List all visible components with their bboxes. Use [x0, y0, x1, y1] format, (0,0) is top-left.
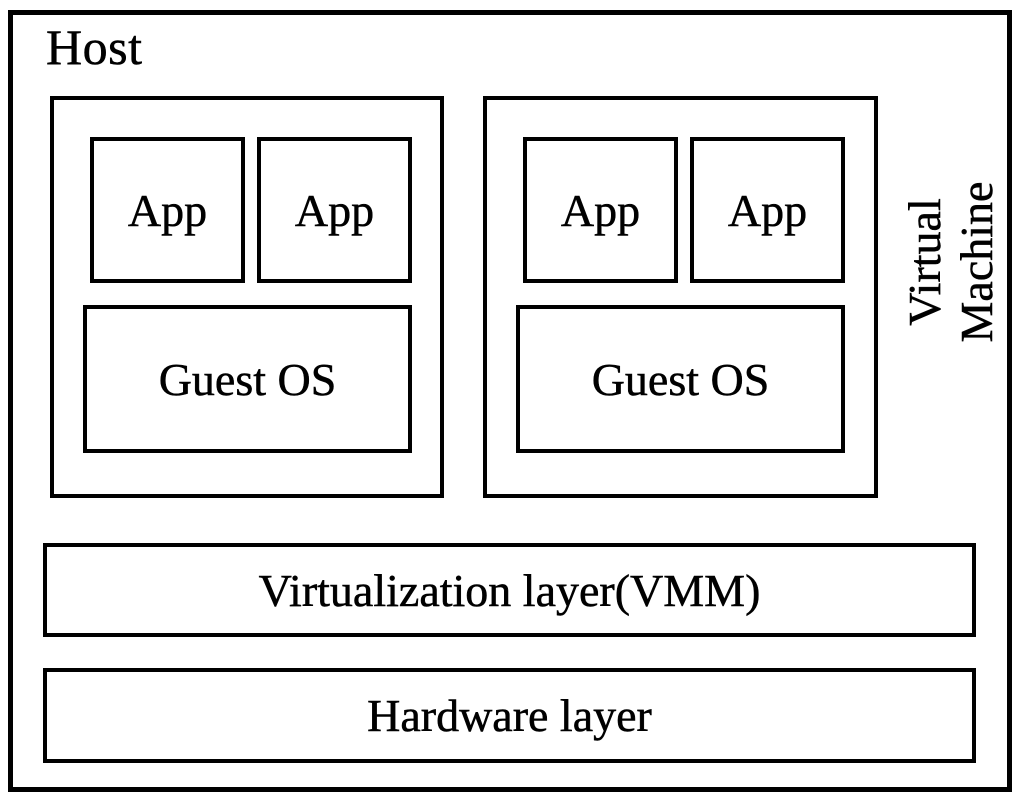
virtual-machine-label-line2: Machine: [951, 181, 1003, 343]
guest-os-label: Guest OS: [591, 353, 770, 405]
guest-os-box: Guest OS: [516, 305, 845, 453]
app-box: App: [257, 137, 412, 283]
hardware-layer-box: Hardware layer: [43, 668, 976, 763]
host-label: Host: [46, 19, 143, 75]
app-label: App: [727, 184, 808, 236]
vm-box-1: App App Guest OS: [50, 96, 444, 498]
guest-os-box: Guest OS: [83, 305, 412, 453]
app-label: App: [294, 184, 375, 236]
virtualization-layer-label: Virtualization layer(VMM): [258, 564, 761, 616]
hardware-layer-label: Hardware layer: [367, 690, 652, 742]
app-box: App: [523, 137, 678, 283]
virtual-machine-label-line1: Virtual: [899, 198, 951, 326]
vm-box-2: App App Guest OS: [483, 96, 878, 498]
app-box: App: [90, 137, 245, 283]
virtual-machine-label: Virtual Machine: [899, 162, 1003, 362]
app-label: App: [127, 184, 208, 236]
app-label: App: [560, 184, 641, 236]
virtualization-layer-box: Virtualization layer(VMM): [43, 543, 976, 637]
app-box: App: [690, 137, 845, 283]
guest-os-label: Guest OS: [158, 353, 337, 405]
